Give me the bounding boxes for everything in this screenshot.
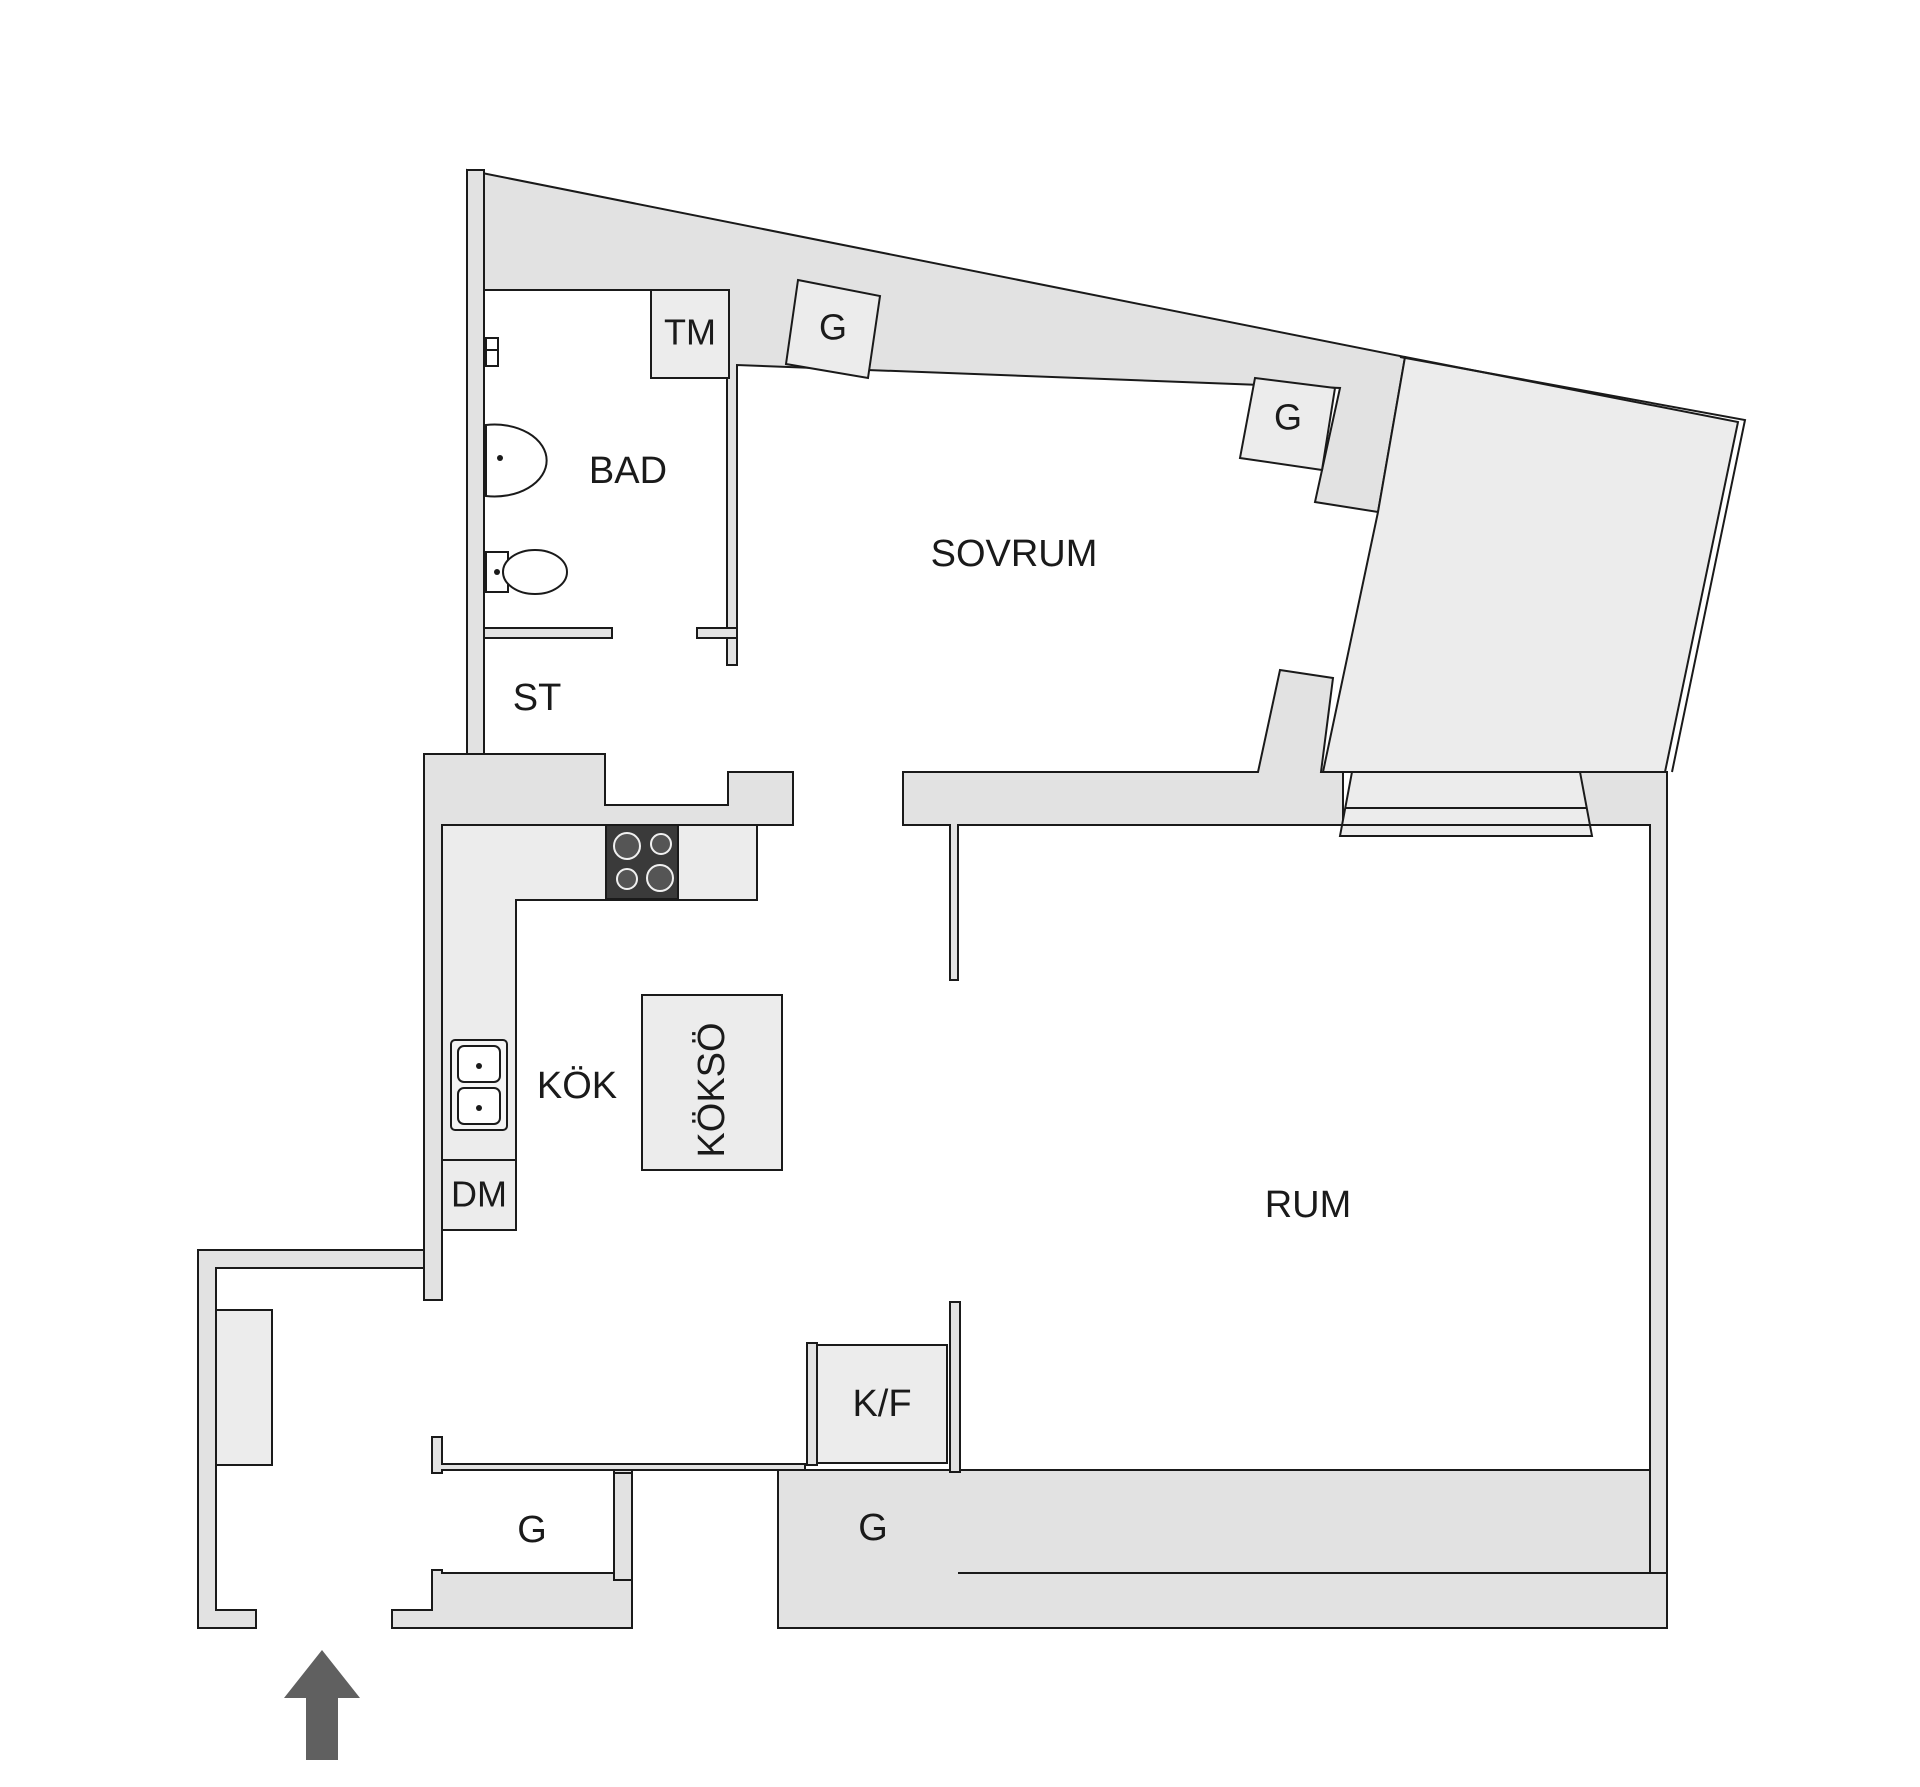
sink-icon [450, 1039, 508, 1131]
room-label-bad: BAD [589, 450, 667, 492]
g-box-sovrum [1238, 376, 1337, 472]
faucet-icon [485, 337, 499, 367]
washbasin-icon [485, 423, 548, 498]
wall-south-right [777, 1469, 1668, 1629]
room-label-g-sovrum: G [1274, 397, 1302, 438]
room-label-g-hall: G [517, 1509, 547, 1551]
window [1338, 771, 1594, 837]
kitchen-island [641, 994, 783, 1171]
room-label-rum: RUM [1265, 1184, 1352, 1226]
wall-hall [197, 1249, 425, 1629]
dm-box [441, 1159, 517, 1231]
room-label-dm: DM [451, 1174, 507, 1215]
toilet-icon [485, 549, 568, 595]
stove-icon [605, 824, 679, 900]
room-label-g-rum: G [858, 1507, 888, 1549]
wall-hall-south [391, 1469, 633, 1629]
wall-kitchen-north [423, 753, 794, 1301]
tm-box [650, 289, 730, 379]
room-label-tm: TM [664, 312, 716, 353]
wall-bath-door-stub [696, 627, 738, 639]
hall-wardrobe [215, 1309, 273, 1466]
wall-storage-divider [431, 1436, 806, 1474]
wall-rum-west-lower [949, 1301, 961, 1473]
wall-bath-west [466, 169, 485, 755]
entrance-arrow-icon [284, 1650, 360, 1760]
room-label-kok: KÖK [537, 1065, 617, 1107]
room-label-st: ST [513, 677, 562, 719]
room-label-kf: K/F [852, 1383, 911, 1425]
wall-st-north [483, 627, 613, 639]
wall-kf-west [806, 1342, 818, 1466]
rum-outline [958, 824, 1651, 1574]
g-box-bath [784, 278, 882, 380]
balcony-railing [1399, 356, 1747, 773]
wall-storage-mid [613, 1472, 633, 1581]
kf-box [816, 1344, 948, 1464]
room-label-kokso: KÖKSÖ [691, 1022, 733, 1157]
room-label-sovrum: SOVRUM [931, 533, 1098, 575]
room-label-g-bath: G [819, 307, 847, 348]
